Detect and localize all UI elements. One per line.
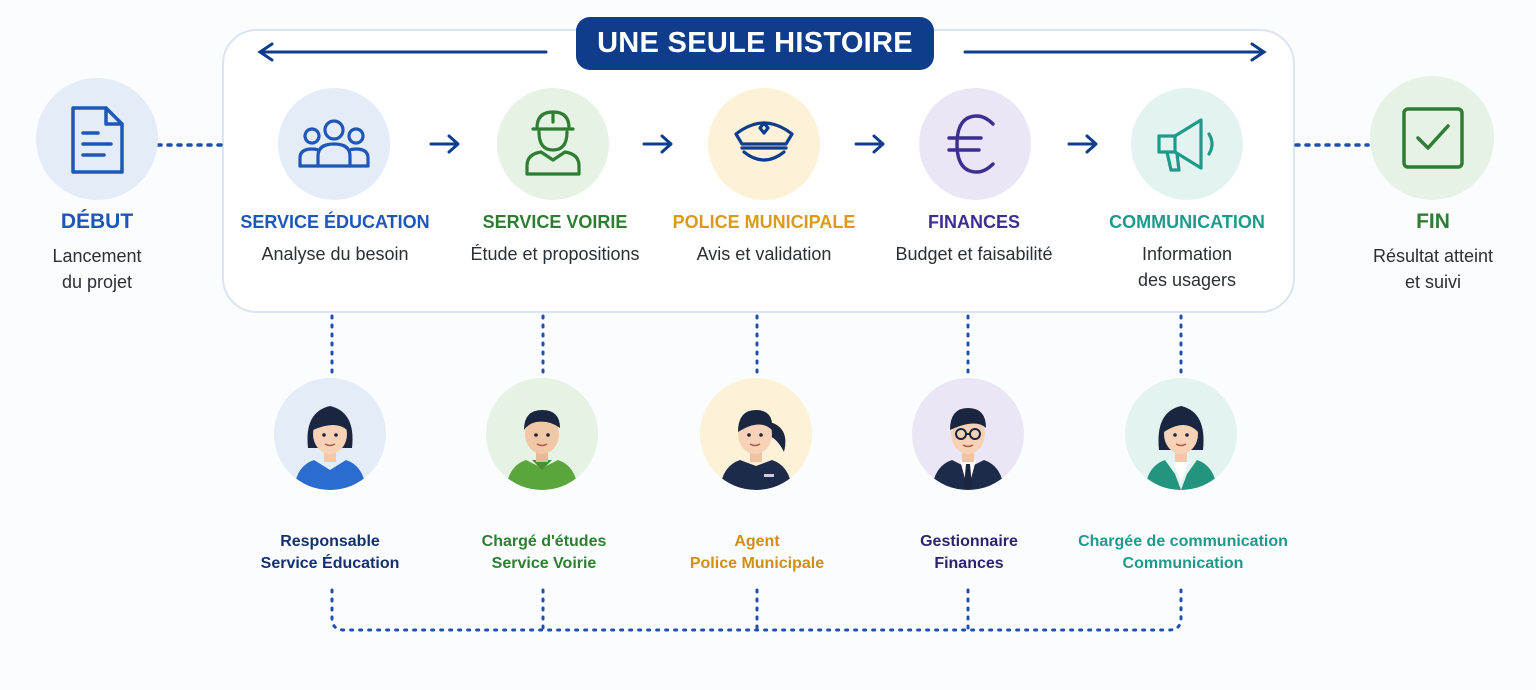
service-education-node: [278, 88, 390, 200]
people-group-icon: [298, 119, 370, 168]
service-subtitle: Information: [1141, 244, 1233, 264]
avatar-responsable-education: [274, 378, 386, 490]
service-subtitle: Analyse du besoin: [261, 244, 409, 264]
end-subtitle-2: et suivi: [1404, 272, 1462, 292]
service-title: POLICE MUNICIPALE: [672, 212, 856, 232]
bottom-dotted-bus: [330, 588, 1183, 632]
service-title: SERVICE ÉDUCATION: [240, 212, 430, 232]
end-title: FIN: [1416, 210, 1450, 233]
avatar-gestionnaire-finances: [912, 378, 1024, 490]
service-voirie-node: [497, 88, 609, 200]
euro-icon: [947, 114, 995, 174]
start-node: [36, 78, 158, 200]
step-arrow: [854, 134, 885, 154]
service-title: FINANCES: [927, 212, 1020, 232]
police-cap-icon: [734, 121, 794, 162]
service-subtitle: Étude et propositions: [470, 244, 640, 264]
arrow-left-long: [257, 42, 548, 62]
end-subtitle-1: Résultat atteint: [1372, 246, 1494, 266]
step-arrow: [642, 134, 673, 154]
role-label: Agent: [734, 533, 780, 550]
step-arrow: [429, 134, 460, 154]
service-subtitle: des usagers: [1137, 270, 1237, 290]
checkbox-icon: [1402, 107, 1464, 169]
role-label: Communication: [1122, 555, 1244, 572]
service-police-node: [708, 88, 820, 200]
avatar-agent-police: [700, 378, 812, 490]
role-label: Service Éducation: [260, 555, 400, 572]
role-label: Responsable: [280, 533, 380, 550]
start-title: DÉBUT: [60, 210, 134, 233]
role-label: Service Voirie: [491, 555, 597, 572]
role-label: Gestionnaire: [920, 533, 1018, 550]
service-finances-node: [919, 88, 1031, 200]
role-label: Police Municipale: [689, 555, 825, 572]
service-subtitle: Avis et validation: [696, 244, 832, 264]
service-title: SERVICE VOIRIE: [482, 212, 628, 232]
step-arrow: [1067, 134, 1098, 154]
start-subtitle-1: Lancement: [52, 246, 142, 266]
end-node: [1370, 76, 1494, 200]
document-icon: [71, 106, 124, 174]
story-title: UNE SEULE HISTOIRE: [576, 17, 934, 70]
megaphone-icon: [1157, 118, 1214, 172]
service-communication-node: [1131, 88, 1243, 200]
role-label: Chargé d'études: [481, 533, 607, 550]
role-label: Finances: [934, 555, 1004, 572]
role-label: Chargée de communication: [1078, 533, 1288, 550]
start-subtitle-2: du projet: [61, 272, 133, 292]
avatar-chargee-communication: [1125, 378, 1237, 490]
service-title: COMMUNICATION: [1109, 212, 1265, 232]
worker-helmet-icon: [525, 110, 581, 176]
arrow-right-long: [963, 42, 1267, 62]
service-subtitle: Budget et faisabilité: [895, 244, 1053, 264]
avatar-charge-etudes-voirie: [486, 378, 598, 490]
